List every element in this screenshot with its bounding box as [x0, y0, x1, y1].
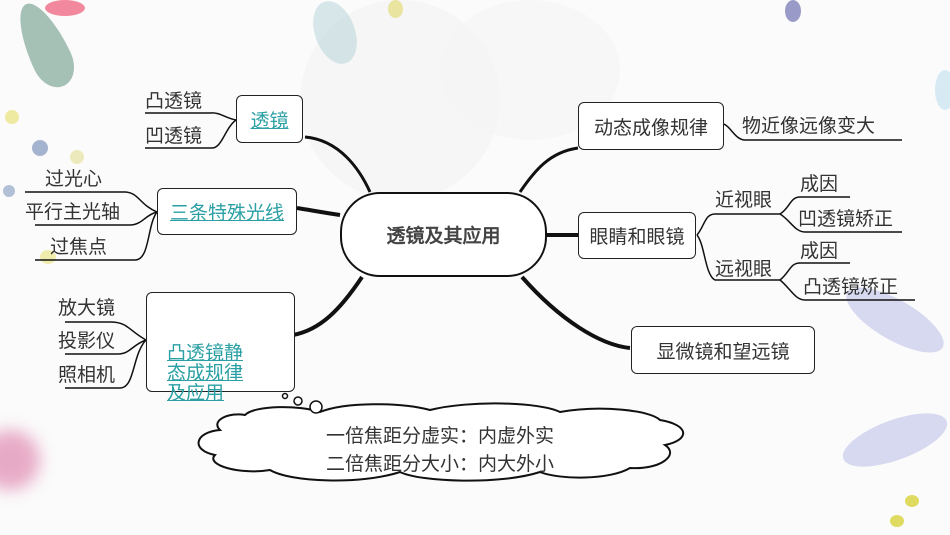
- subnode-hyperopia: 远视眼: [715, 258, 773, 280]
- node-microscope-telescope[interactable]: 显微镜和望远镜: [631, 326, 815, 374]
- node-special-rays[interactable]: 三条特殊光线: [157, 188, 297, 235]
- cloud-callout: 一倍焦距分虚实：内虚外实 二倍焦距分大小：内大外小: [250, 422, 630, 478]
- title-line-3: 及应用: [167, 382, 225, 404]
- node-lens-link[interactable]: 透镜: [250, 109, 289, 132]
- node-dynamic-imaging[interactable]: 动态成像规律: [578, 102, 724, 150]
- leaf-myopia-cause: 成因: [800, 173, 839, 195]
- leaf-concave-lens: 凹透镜: [145, 125, 203, 147]
- leaf-magnifier: 放大镜: [58, 297, 116, 319]
- leaf-through-focus: 过焦点: [50, 236, 108, 258]
- title-line-2: 态成规律: [167, 362, 244, 384]
- node-dynamic-imaging-label: 动态成像规律: [593, 116, 708, 139]
- central-topic: 透镜及其应用: [340, 192, 547, 277]
- leaf-myopia-correction: 凹透镜矫正: [798, 208, 894, 230]
- leaf-convex-lens: 凸透镜: [145, 90, 203, 112]
- leaf-through-optical-center: 过光心: [45, 168, 103, 190]
- node-eyes-glasses[interactable]: 眼睛和眼镜: [578, 212, 696, 259]
- node-convex-static-imaging[interactable]: 凸透镜静 态成规律 及应用: [146, 292, 295, 403]
- node-lens[interactable]: 透镜: [236, 95, 303, 143]
- cloud-callout-shape: [197, 402, 685, 482]
- leaf-object-near-image-far: 物近像远像变大: [742, 115, 876, 137]
- node-eyes-glasses-label: 眼睛和眼镜: [589, 226, 685, 248]
- leaf-hyperopia-cause: 成因: [800, 240, 839, 262]
- title-line-1: 凸透镜静: [167, 342, 244, 364]
- subnode-myopia: 近视眼: [715, 189, 773, 211]
- leaf-projector: 投影仪: [58, 330, 116, 352]
- cloud-bubbles: [281, 392, 323, 414]
- leaf-camera: 照相机: [58, 364, 116, 386]
- central-topic-label: 透镜及其应用: [386, 225, 501, 247]
- leaf-hyperopia-correction: 凸透镜矫正: [803, 276, 899, 298]
- node-microscope-telescope-label: 显微镜和望远镜: [656, 340, 790, 363]
- callout-line-1: 一倍焦距分虚实：内虚外实: [325, 425, 554, 447]
- node-special-rays-link[interactable]: 三条特殊光线: [169, 202, 284, 224]
- leaf-parallel-principal-axis: 平行主光轴: [25, 201, 121, 223]
- callout-line-2: 二倍焦距分大小：内大外小: [325, 453, 554, 475]
- node-convex-static-imaging-link[interactable]: 凸透镜静 态成规律 及应用: [167, 343, 243, 403]
